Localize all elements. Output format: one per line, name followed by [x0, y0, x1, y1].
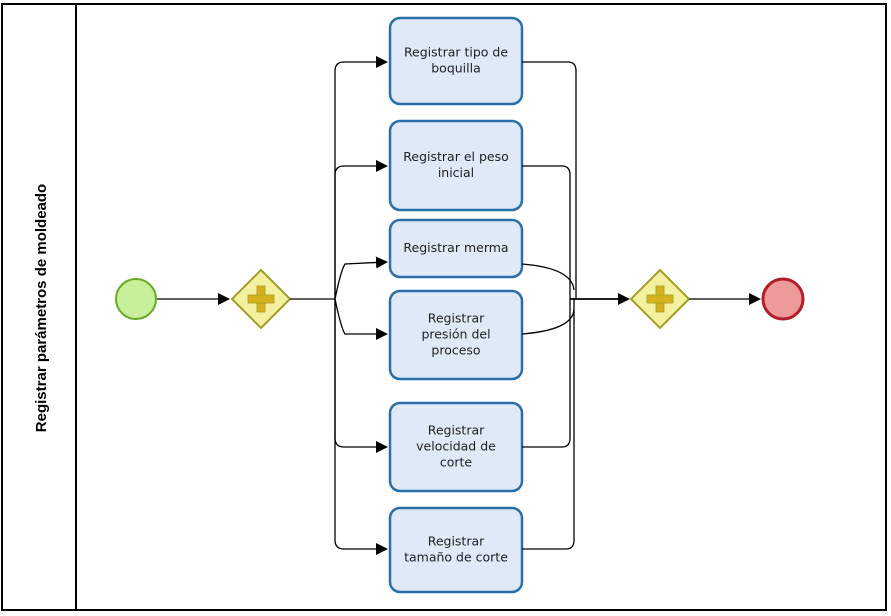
task-3[interactable]: Registrar merma [388, 218, 524, 279]
task-box [388, 218, 524, 279]
task-label: boquilla [431, 61, 481, 76]
task-label: proceso [431, 343, 480, 358]
task-label: Registrar [428, 423, 485, 438]
plus-icon [247, 285, 275, 313]
task-label: velocidad de [416, 439, 496, 454]
task-label: presión del [421, 327, 490, 342]
parallel-join-gateway[interactable] [629, 268, 691, 330]
task-label: Registrar [428, 311, 485, 326]
plus-icon [646, 285, 674, 313]
task-box [388, 289, 524, 381]
task-label: tamaño de corte [404, 550, 508, 565]
task-box [388, 506, 524, 594]
task-label: Registrar el peso [403, 149, 508, 164]
task-label: Registrar [428, 534, 485, 549]
task-label: Registrar merma [403, 240, 508, 255]
join-flows [521, 61, 630, 550]
task-label: corte [440, 455, 473, 470]
task-label: inicial [438, 165, 474, 180]
task-label: Registrar tipo de [404, 45, 508, 60]
pool-label: Registrar parámetros de moldeado [33, 184, 50, 432]
end-event[interactable] [761, 277, 805, 321]
start-event[interactable] [115, 278, 157, 320]
parallel-split-gateway[interactable] [230, 268, 292, 330]
split-flows [290, 56, 388, 555]
task-box [388, 16, 524, 106]
